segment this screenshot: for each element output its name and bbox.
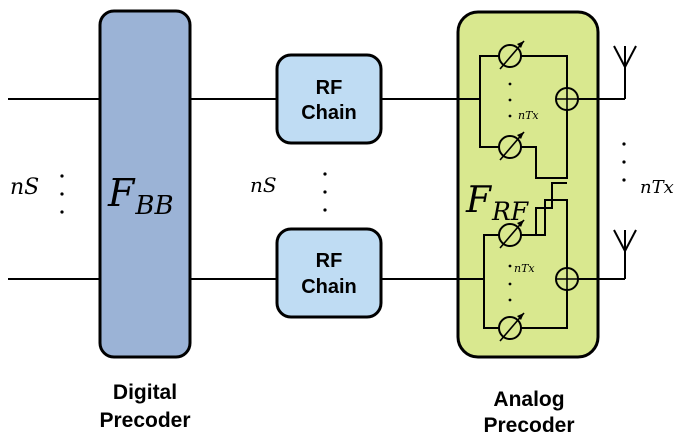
digital-precoder-symbol: FBB bbox=[107, 171, 174, 221]
antenna-bottom-icon bbox=[613, 229, 637, 279]
ns-left-dots bbox=[60, 174, 64, 214]
rf-chain-bottom-line1: RF bbox=[316, 250, 343, 272]
analog-precoder-caption-line1: Analog bbox=[493, 388, 564, 411]
analog-precoder-symbol: FRF bbox=[465, 180, 530, 226]
phase-shifter-2-icon bbox=[498, 131, 525, 161]
analog-precoder-caption-line2: Precoder bbox=[483, 414, 574, 437]
adder-bottom-icon bbox=[555, 267, 579, 291]
phase-shifter-4-icon bbox=[498, 312, 525, 342]
rf-chain-top-line2: Chain bbox=[301, 102, 357, 124]
rf-chain-bottom-line2: Chain bbox=[301, 276, 357, 298]
ntx-right-label: nTx bbox=[640, 177, 674, 198]
phase-shifter-3-icon bbox=[498, 219, 525, 249]
digital-precoder-caption-line1: Digital bbox=[113, 381, 177, 404]
rf-chain-bottom-block bbox=[275, 227, 383, 319]
ns-left-label: nS bbox=[10, 175, 39, 200]
antenna-top-icon bbox=[613, 45, 637, 99]
ntx-top-group-label: nTx bbox=[518, 109, 539, 122]
ns-mid-dots bbox=[323, 172, 327, 212]
ns-mid-label: nS bbox=[250, 173, 277, 197]
ntx-right-dots bbox=[622, 142, 626, 182]
phase-shifter-dots-top bbox=[508, 82, 512, 118]
phase-shifter-dots-bottom bbox=[508, 264, 512, 302]
digital-precoder-block bbox=[98, 9, 192, 359]
analog-precoder-wiring bbox=[458, 55, 625, 329]
adder-top-icon bbox=[555, 87, 579, 111]
phase-shifter-1-icon bbox=[498, 40, 525, 70]
rf-chain-top-block bbox=[275, 53, 383, 145]
ntx-bottom-group-label: nTx bbox=[514, 262, 535, 275]
digital-precoder-caption-line2: Precoder bbox=[99, 409, 190, 432]
rf-chain-top-line1: RF bbox=[316, 77, 343, 99]
